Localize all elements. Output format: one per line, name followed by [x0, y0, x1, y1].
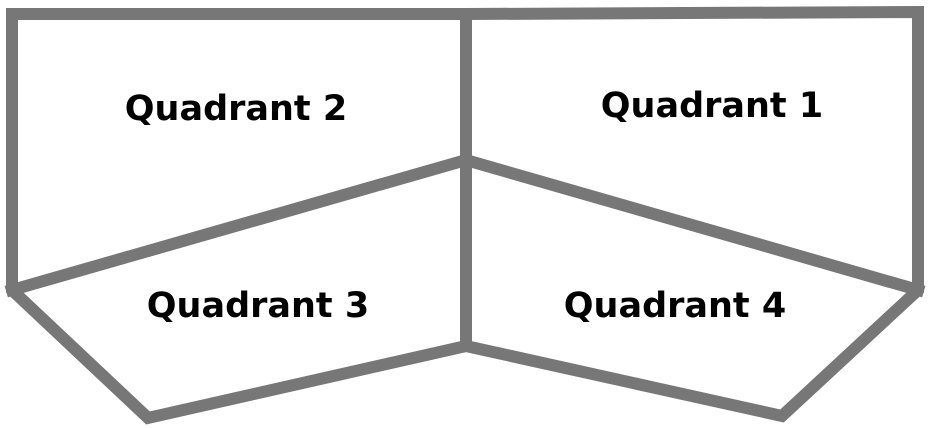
quadrant-1-label: Quadrant 1 [601, 86, 823, 126]
outer-boundary [5, 5, 924, 425]
quadrant-2-label: Quadrant 2 [125, 89, 347, 129]
quadrant-3-label: Quadrant 3 [147, 286, 369, 326]
quadrant-4-label: Quadrant 4 [564, 286, 786, 326]
right-divider [458, 152, 926, 298]
left-divider [4, 152, 474, 298]
